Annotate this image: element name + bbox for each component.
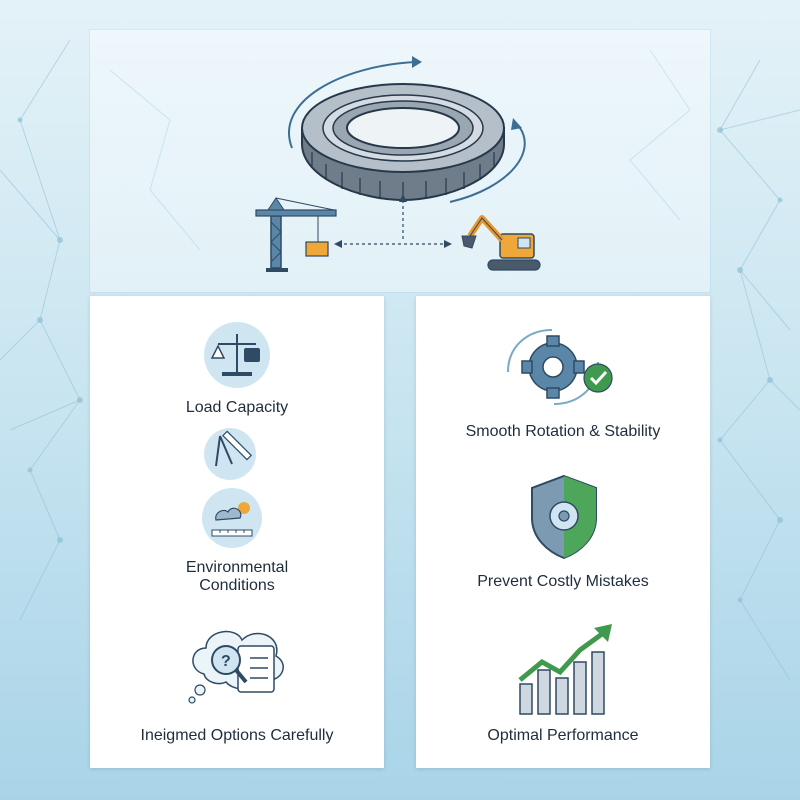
optimal-performance-label: Optimal Performance [487, 727, 639, 744]
gear-check-icon [500, 322, 626, 417]
tower-crane-icon [255, 197, 337, 272]
slewing-bearing-icon [301, 83, 505, 202]
weather-icon [200, 486, 264, 555]
magnifier-checklist-icon: ? [184, 620, 294, 711]
ruler-compass-icon [202, 426, 258, 487]
growth-chart-icon [514, 622, 620, 723]
hero-illustration [90, 30, 710, 292]
options-label: Ineigmed Options Carefully [140, 727, 334, 744]
right-feature-panel: Smooth Rotation & Stability Prevent Cost… [416, 296, 710, 768]
gear-shield-icon [526, 472, 602, 567]
smooth-rotation-label: Smooth Rotation & Stability [465, 423, 661, 440]
rotation-arrows-icon [288, 56, 526, 203]
left-feature-panel: Load Capacity Environmental Conditions ? [90, 296, 384, 768]
svg-text:?: ? [221, 653, 231, 670]
environmental-label-line2: Conditions [199, 577, 275, 594]
balance-scale-icon [202, 320, 272, 395]
load-capacity-label: Load Capacity [185, 399, 289, 416]
prevent-mistakes-label: Prevent Costly Mistakes [477, 573, 649, 590]
environmental-label-line1: Environmental [185, 559, 289, 576]
excavator-icon [461, 215, 541, 271]
